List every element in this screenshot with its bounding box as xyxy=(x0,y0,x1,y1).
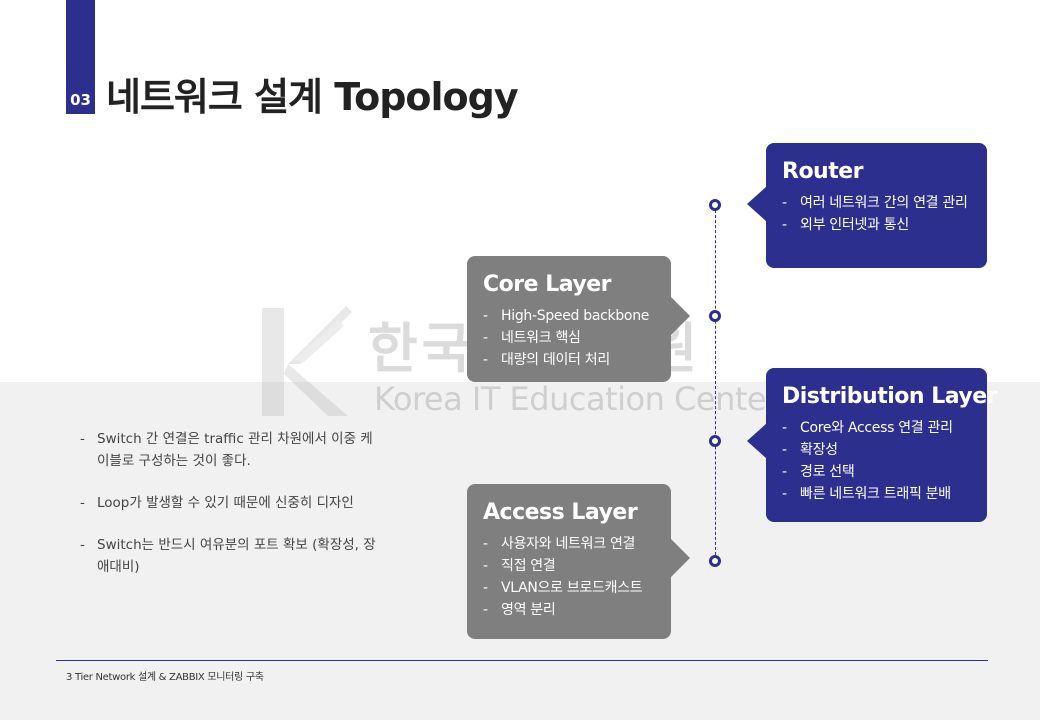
access-layer-item: 영역 분리 xyxy=(483,599,655,621)
timeline-dot-core xyxy=(709,310,721,322)
design-notes: Switch 간 연결은 traffic 관리 차원에서 이중 케이블로 구성하… xyxy=(78,428,378,598)
note-item: Switch 간 연결은 traffic 관리 차원에서 이중 케이블로 구성하… xyxy=(78,428,378,472)
core-layer-item: 대량의 데이터 처리 xyxy=(483,349,655,371)
distribution-layer-title: Distribution Layer xyxy=(782,384,998,409)
section-number: 03 xyxy=(70,91,91,109)
footer-divider xyxy=(56,660,988,661)
timeline-dot-access xyxy=(709,555,721,567)
router-card: Router 여러 네트워크 간의 연결 관리 외부 인터넷과 통신 xyxy=(766,143,987,268)
access-layer-item: 직접 연결 xyxy=(483,555,655,577)
page-title: 네트워크 설계 Topology xyxy=(106,75,519,119)
distribution-layer-card: Distribution Layer Core와 Access 연결 관리 확장… xyxy=(766,368,998,522)
router-item: 외부 인터넷과 통신 xyxy=(782,214,971,236)
watermark-english: Korea IT Education Center xyxy=(374,380,779,418)
access-card-pointer xyxy=(670,538,690,578)
core-layer-item: High-Speed backbone xyxy=(483,305,655,327)
timeline-dot-distribution xyxy=(709,435,721,447)
institute-logo-icon xyxy=(262,306,352,416)
core-layer-card: Core Layer High-Speed backbone 네트워크 핵심 대… xyxy=(467,256,671,382)
timeline-dot-router xyxy=(709,199,721,211)
core-card-pointer xyxy=(670,296,690,336)
footer-text: 3 Tier Network 설계 & ZABBIX 모니터링 구축 xyxy=(66,672,264,683)
distribution-layer-list: Core와 Access 연결 관리 확장성 경로 선택 빠른 네트워크 트래픽… xyxy=(782,417,971,505)
router-item: 여러 네트워크 간의 연결 관리 xyxy=(782,192,971,214)
note-item: Switch는 반드시 여유분의 포트 확보 (확장성, 장애대비) xyxy=(78,534,378,578)
router-card-pointer xyxy=(747,186,767,222)
section-accent-bar xyxy=(66,0,95,114)
distribution-layer-item: Core와 Access 연결 관리 xyxy=(782,417,971,439)
distribution-layer-item: 빠른 네트워크 트래픽 분배 xyxy=(782,483,971,505)
router-title: Router xyxy=(782,159,864,184)
access-layer-title: Access Layer xyxy=(483,500,638,525)
access-layer-item: VLAN으로 브로드캐스트 xyxy=(483,577,655,599)
topology-timeline xyxy=(715,200,716,565)
distribution-layer-item: 경로 선택 xyxy=(782,461,971,483)
note-item: Loop가 발생할 수 있기 때문에 신중히 디자인 xyxy=(78,492,378,514)
core-layer-title: Core Layer xyxy=(483,272,612,297)
distribution-card-pointer xyxy=(747,423,767,459)
distribution-layer-item: 확장성 xyxy=(782,439,971,461)
core-layer-item: 네트워크 핵심 xyxy=(483,327,655,349)
access-layer-item: 사용자와 네트워크 연결 xyxy=(483,533,655,555)
router-list: 여러 네트워크 간의 연결 관리 외부 인터넷과 통신 xyxy=(782,192,971,236)
core-layer-list: High-Speed backbone 네트워크 핵심 대량의 데이터 처리 xyxy=(483,305,655,371)
access-layer-card: Access Layer 사용자와 네트워크 연결 직접 연결 VLAN으로 브… xyxy=(467,484,671,639)
access-layer-list: 사용자와 네트워크 연결 직접 연결 VLAN으로 브로드캐스트 영역 분리 xyxy=(483,533,655,621)
